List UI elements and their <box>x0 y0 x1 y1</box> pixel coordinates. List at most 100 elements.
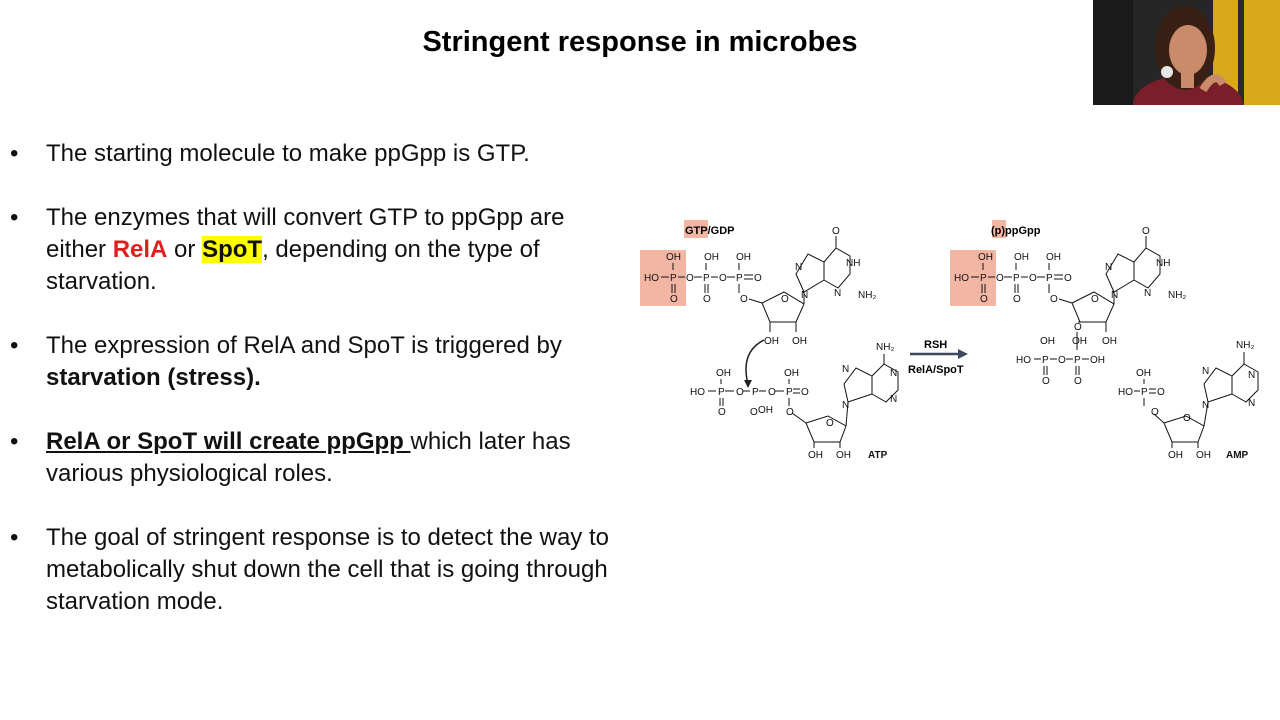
ppgpp-label: (p)ppGpp <box>991 225 1041 237</box>
n-label: N <box>890 368 897 379</box>
n-label: N <box>842 364 849 375</box>
nh-label: NH <box>846 258 860 269</box>
p-label: P <box>980 273 987 284</box>
bullet-dot: • <box>10 332 19 359</box>
oh-label: OH <box>666 252 681 263</box>
o-label: O <box>736 387 744 398</box>
slide-title: Stringent response in microbes <box>422 26 858 58</box>
o-label: O <box>1142 226 1150 237</box>
o-label: O <box>718 407 726 418</box>
oh-label: OH <box>836 450 851 461</box>
n-label: N <box>890 394 897 405</box>
o-label: O <box>1151 407 1159 418</box>
p-label: P <box>752 387 759 398</box>
atp-label: ATP <box>868 450 888 461</box>
p-label: P <box>1074 355 1081 366</box>
n-label: N <box>1202 366 1209 377</box>
gtp-gdp-label: GTP/GDP <box>685 225 735 237</box>
o-label: O <box>1091 294 1099 305</box>
n-label: N <box>834 288 841 299</box>
bullet-text: , depending on the type of starvation. <box>46 236 540 295</box>
ho-label: HO <box>1118 387 1133 398</box>
o-label: O <box>1157 387 1165 398</box>
stringent-response-scheme: GTP/GDP (p)ppGpp OH OH OH HO P O P O P O… <box>640 220 1259 461</box>
label-highlight <box>684 220 708 238</box>
label-highlight <box>992 220 1006 238</box>
o-label: O <box>670 294 678 305</box>
bullet-text: The goal of stringent response is to det… <box>46 524 609 615</box>
bullet-item: • The enzymes that will convert GTP to p… <box>10 202 610 298</box>
oh-label: OH <box>1046 252 1061 263</box>
p-label: P <box>1013 273 1020 284</box>
oh-label: OH <box>1102 336 1117 347</box>
nh2-label: NH₂ <box>858 290 876 301</box>
phosphate-highlight <box>640 250 686 306</box>
o-label: O <box>750 407 758 418</box>
bullet-dot: • <box>10 428 19 455</box>
oh-label: OH <box>736 252 751 263</box>
oh-label: OH <box>1168 450 1183 461</box>
n-label: N <box>1248 370 1255 381</box>
o-label: O <box>1064 273 1072 284</box>
oh-label: OH <box>1090 355 1105 366</box>
oh-label: OH <box>792 336 807 347</box>
p-label: P <box>736 273 743 284</box>
presenter-video-icon <box>1093 0 1280 105</box>
bold-text: starvation (stress). <box>46 364 261 391</box>
oh-label: OH <box>764 336 779 347</box>
p-label: P <box>670 273 677 284</box>
n-label: N <box>842 400 849 411</box>
p-label: P <box>1042 355 1049 366</box>
nh2-label: NH₂ <box>1168 290 1186 301</box>
o-label: O <box>1029 273 1037 284</box>
rela-spot-label: RelA/SpoT <box>908 364 964 376</box>
bullet-item: • The starting molecule to make ppGpp is… <box>10 138 610 170</box>
ho-label: HO <box>1016 355 1031 366</box>
o-label: O <box>768 387 776 398</box>
bullet-dot: • <box>10 204 19 231</box>
o-label: O <box>686 273 694 284</box>
p-label: P <box>703 273 710 284</box>
ho-label: HO <box>690 387 705 398</box>
amp-label: AMP <box>1226 450 1249 461</box>
p-label: P <box>786 387 793 398</box>
p-label: P <box>718 387 725 398</box>
o-label: O <box>801 387 809 398</box>
nh-label: NH <box>1156 258 1170 269</box>
rsh-label: RSH <box>924 339 947 351</box>
o-label: O <box>826 418 834 429</box>
o-label: O <box>703 294 711 305</box>
o-label: O <box>786 407 794 418</box>
o-label: O <box>719 273 727 284</box>
amp-molecule: OH HO P O O O OH OH AMP NH₂ N N N N <box>1118 340 1255 461</box>
atp-molecule: OH OH HO P O P O P O O O OH O O OH OH AT… <box>690 342 897 461</box>
oh-label: OH <box>758 405 773 416</box>
p-label: P <box>1141 387 1148 398</box>
o-label: O <box>740 294 748 305</box>
o-label: O <box>1058 355 1066 366</box>
oh-label: OH <box>716 368 731 379</box>
bullet-dot: • <box>10 524 19 551</box>
bullet-text: The enzymes that will convert GTP to ppG… <box>46 204 565 263</box>
oh-label: OH <box>1196 450 1211 461</box>
n-label: N <box>1105 262 1112 273</box>
p-label: P <box>1046 273 1053 284</box>
o-label: O <box>1050 294 1058 305</box>
bullet-text: The expression of RelA and SpoT is trigg… <box>46 332 562 359</box>
oh-label: OH <box>1014 252 1029 263</box>
curved-arrow-icon <box>745 339 765 385</box>
oh-label: OH <box>978 252 993 263</box>
o-label: O <box>781 294 789 305</box>
bullet-item: • RelA or SpoT will create ppGpp which l… <box>10 426 610 490</box>
oh-label: OH <box>784 368 799 379</box>
phosphate-highlight <box>950 250 996 306</box>
bullet-item: • The expression of RelA and SpoT is tri… <box>10 330 610 394</box>
rela-highlight: RelA <box>112 236 168 263</box>
gtp-molecule: OH OH OH HO P O P O P O O O O <box>644 252 762 305</box>
o-label: O <box>1042 376 1050 387</box>
o-label: O <box>1074 376 1082 387</box>
o-label: O <box>980 294 988 305</box>
presenter-video[interactable] <box>1093 0 1280 105</box>
oh-label: OH <box>1040 336 1055 347</box>
o-label: O <box>832 226 840 237</box>
